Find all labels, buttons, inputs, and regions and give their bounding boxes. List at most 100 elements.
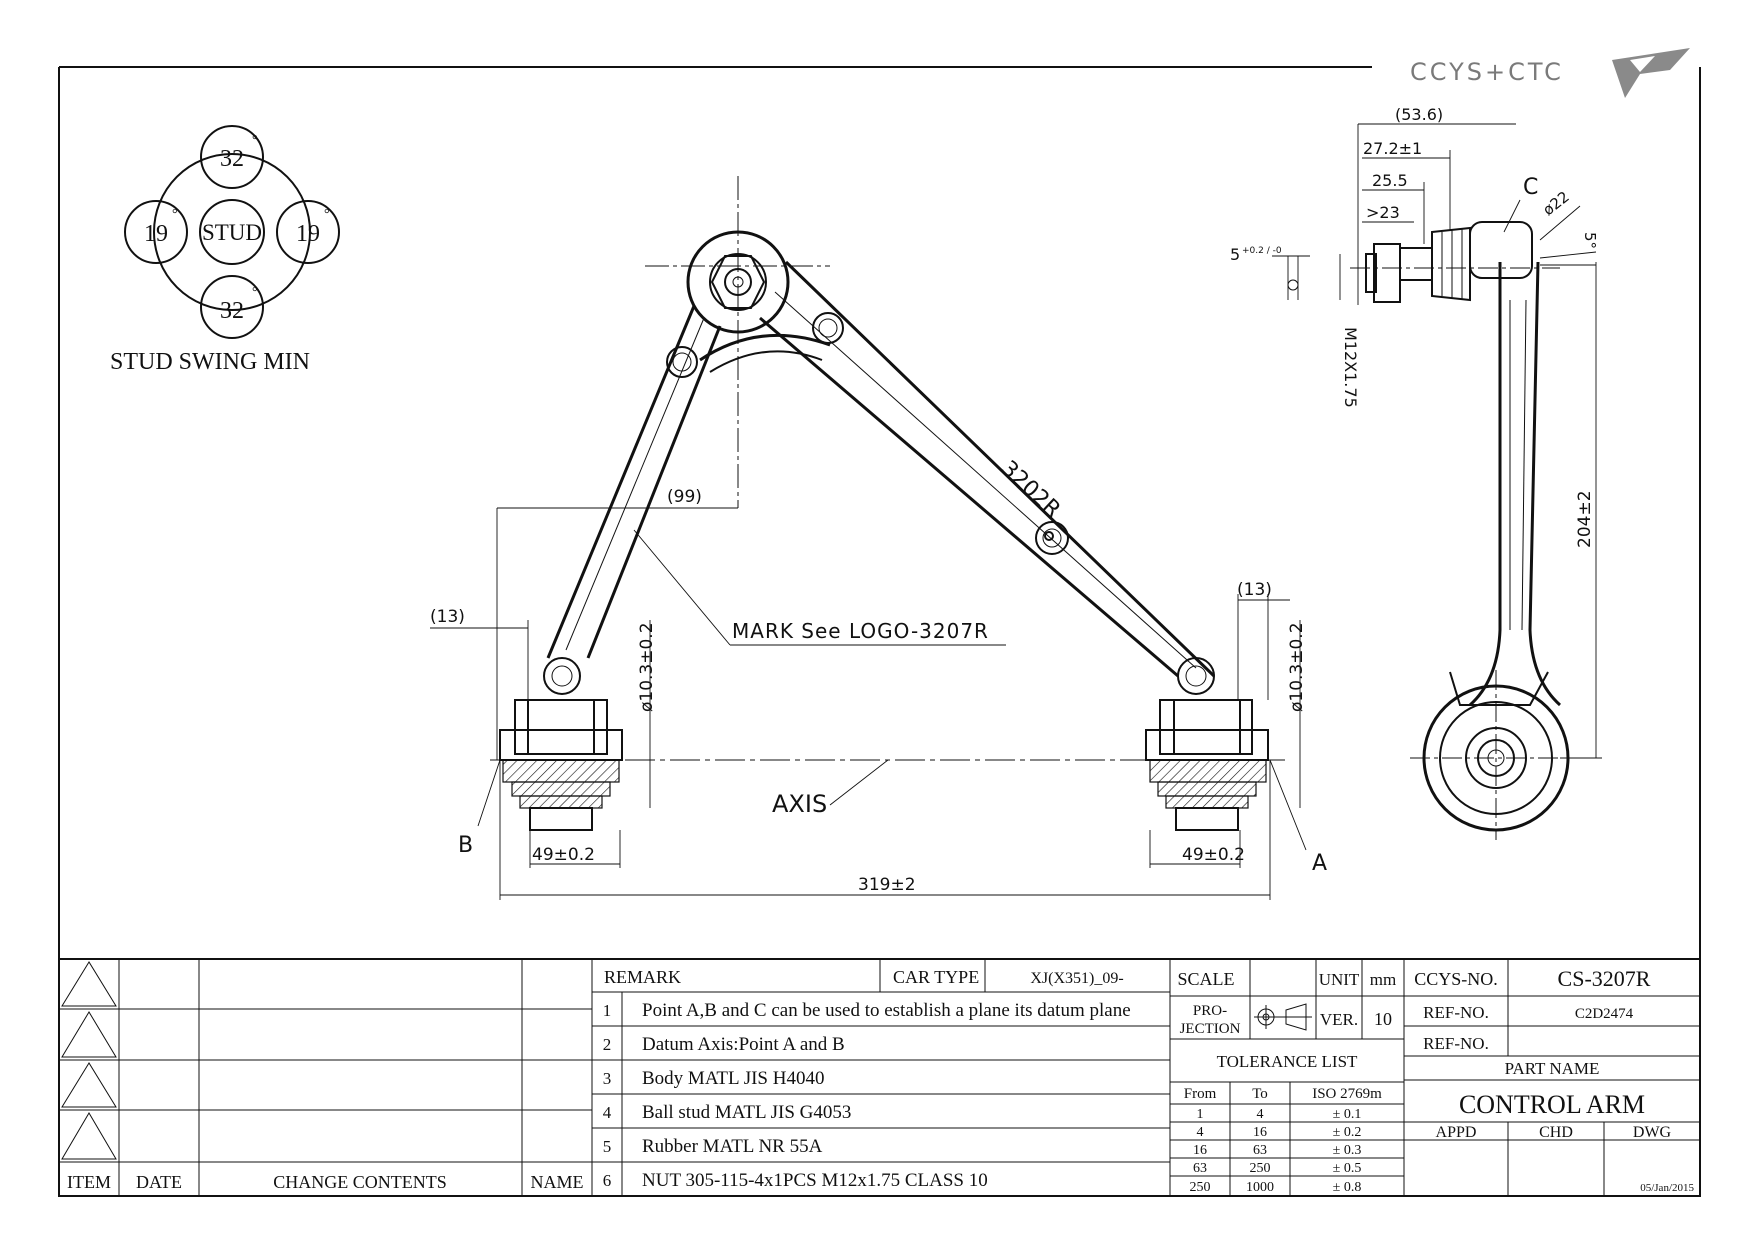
dim-23: >23 bbox=[1366, 203, 1400, 222]
col-change-contents: CHANGE CONTENTS bbox=[273, 1172, 447, 1192]
remark-text: Ball stud MATL JIS G4053 bbox=[642, 1102, 851, 1123]
part-name-value: CONTROL ARM bbox=[1459, 1090, 1645, 1119]
axis-label: AXIS bbox=[772, 790, 827, 818]
swing-left: 19 bbox=[144, 221, 168, 247]
ver-label: VER. bbox=[1320, 1010, 1358, 1029]
remark-no: 5 bbox=[603, 1137, 612, 1156]
remark-no: 6 bbox=[603, 1171, 612, 1190]
dim-13-left: (13) bbox=[430, 607, 465, 627]
tol-to: 16 bbox=[1253, 1125, 1267, 1140]
front-view: 3202R (99) (13) (13) ø10.3±0.2 ø10.3±0.2… bbox=[430, 176, 1327, 900]
dim-13-right: (13) bbox=[1237, 580, 1272, 600]
logo-text: CCYS+CTC bbox=[1410, 58, 1564, 86]
title-block: ITEM DATE CHANGE CONTENTS NAME REMARK CA… bbox=[58, 958, 1701, 1197]
dia-right: ø10.3±0.2 bbox=[1287, 622, 1307, 712]
point-c: C bbox=[1523, 175, 1538, 200]
tol-value: ± 0.1 bbox=[1333, 1107, 1362, 1122]
chd-label: CHD bbox=[1539, 1124, 1573, 1141]
company-logo: CCYS+CTC bbox=[1410, 48, 1690, 98]
revision-table: ITEM DATE CHANGE CONTENTS NAME bbox=[59, 959, 593, 1196]
ref-no-label-2: REF-NO. bbox=[1423, 1034, 1489, 1053]
tol-iso-header: ISO 2769m bbox=[1312, 1086, 1382, 1102]
col-date: DATE bbox=[136, 1172, 182, 1192]
col-name: NAME bbox=[531, 1172, 584, 1192]
scale-label: SCALE bbox=[1177, 969, 1234, 989]
swing-right: 19 bbox=[296, 221, 320, 247]
point-a: A bbox=[1312, 851, 1327, 876]
tol-from: 63 bbox=[1193, 1161, 1207, 1176]
unit-value: mm bbox=[1370, 970, 1396, 989]
tol-value: ± 0.2 bbox=[1333, 1125, 1362, 1140]
swing-caption: STUD SWING MIN bbox=[110, 349, 310, 375]
remark-text: Rubber MATL NR 55A bbox=[642, 1136, 823, 1157]
dim-5-tol: +0.2 / -0 bbox=[1242, 246, 1282, 256]
remark-no: 2 bbox=[603, 1035, 612, 1054]
projection-symbol-icon bbox=[1254, 1003, 1312, 1031]
swing-top: 32 bbox=[220, 146, 244, 172]
swing-bottom-degree: ° bbox=[252, 285, 258, 300]
projection-label-2: JECTION bbox=[1180, 1021, 1241, 1037]
swing-center: STUD bbox=[202, 220, 262, 245]
remark-text: NUT 305-115-4x1PCS M12x1.75 CLASS 10 bbox=[642, 1170, 988, 1191]
point-b: B bbox=[458, 833, 473, 858]
remark-text: Point A,B and C can be used to establish… bbox=[642, 1000, 1131, 1021]
remark-label: REMARK bbox=[604, 967, 681, 987]
remark-no: 1 bbox=[603, 1001, 612, 1020]
col-item: ITEM bbox=[67, 1172, 111, 1192]
tol-from: 4 bbox=[1197, 1125, 1204, 1140]
tol-from: 1 bbox=[1197, 1107, 1204, 1122]
projection-label-1: PRO- bbox=[1193, 1003, 1227, 1019]
dim-5: 5 bbox=[1230, 245, 1240, 264]
width-left: 49±0.2 bbox=[532, 845, 595, 865]
tol-to: 1000 bbox=[1246, 1180, 1274, 1195]
dim-25-5: 25.5 bbox=[1372, 171, 1408, 190]
swing-right-degree: ° bbox=[324, 207, 330, 222]
part-info-block: CCYS-NO. CS-3207R REF-NO. C2D2474 REF-NO… bbox=[1404, 959, 1700, 1196]
dim-53-6: (53.6) bbox=[1395, 105, 1443, 124]
height-204: 204±2 bbox=[1575, 490, 1595, 548]
ccys-no-label: CCYS-NO. bbox=[1414, 969, 1498, 989]
part-name-label: PART NAME bbox=[1505, 1059, 1600, 1078]
tol-to: 63 bbox=[1253, 1143, 1267, 1158]
angle-5: 5° bbox=[1581, 232, 1599, 249]
tol-value: ± 0.8 bbox=[1333, 1180, 1362, 1195]
side-view: (53.6) 27.2±1 25.5 >23 5 +0.2 / -0 M12X1… bbox=[1230, 105, 1602, 840]
tolerance-title: TOLERANCE LIST bbox=[1217, 1052, 1358, 1071]
remark-no: 3 bbox=[603, 1069, 612, 1088]
left-bushing bbox=[499, 699, 623, 831]
ver-value: 10 bbox=[1374, 1009, 1392, 1029]
swing-bottom: 32 bbox=[220, 298, 244, 324]
right-bushing bbox=[1145, 699, 1269, 831]
remarks-table: REMARK CAR TYPE XJ(X351)_09- 1 Point A,B… bbox=[592, 959, 1171, 1196]
drawing-date: 05/Jan/2015 bbox=[1640, 1182, 1694, 1194]
car-type-value: XJ(X351)_09- bbox=[1030, 970, 1123, 987]
dwg-label: DWG bbox=[1633, 1124, 1672, 1141]
tol-value: ± 0.3 bbox=[1333, 1143, 1362, 1158]
swing-left-degree: ° bbox=[172, 207, 178, 222]
unit-label: UNIT bbox=[1319, 970, 1360, 989]
remark-text: Body MATL JIS H4040 bbox=[642, 1068, 824, 1089]
mark-note: MARK See LOGO-3207R bbox=[732, 619, 989, 643]
dia-22: ø22 bbox=[1539, 188, 1572, 220]
thread-spec: M12X1.75 bbox=[1341, 327, 1360, 408]
overall-width: 319±2 bbox=[858, 875, 916, 895]
stud-swing-diagram: 32 ° 32 ° 19 ° 19 ° STUD STUD SWING MIN bbox=[110, 125, 340, 375]
ref-no-value: C2D2474 bbox=[1575, 1006, 1634, 1022]
tol-to: 250 bbox=[1250, 1161, 1271, 1176]
tol-to: 4 bbox=[1257, 1107, 1264, 1122]
ccys-no-value: CS-3207R bbox=[1558, 966, 1651, 991]
dia-left: ø10.3±0.2 bbox=[637, 622, 657, 712]
scale-tolerance-block: SCALE UNIT mm PRO- JECTION VER. 10 TOLER… bbox=[1170, 959, 1405, 1196]
tol-to-header: To bbox=[1252, 1086, 1268, 1102]
part-mark: 3202R bbox=[996, 456, 1065, 523]
remark-no: 4 bbox=[603, 1103, 612, 1122]
tol-value: ± 0.5 bbox=[1333, 1161, 1362, 1176]
remark-text: Datum Axis:Point A and B bbox=[642, 1034, 845, 1055]
tol-from-header: From bbox=[1184, 1086, 1217, 1102]
appd-label: APPD bbox=[1436, 1124, 1477, 1141]
dim-27-2: 27.2±1 bbox=[1363, 139, 1422, 158]
tol-from: 250 bbox=[1190, 1180, 1211, 1195]
car-type-label: CAR TYPE bbox=[893, 967, 979, 987]
width-right: 49±0.2 bbox=[1182, 845, 1245, 865]
